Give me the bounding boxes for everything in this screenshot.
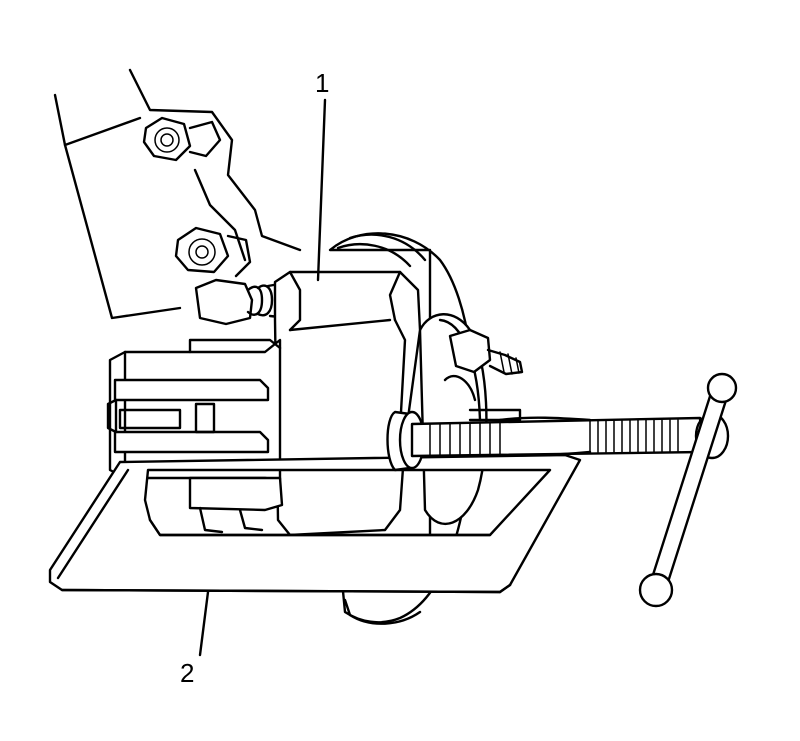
c-clamp-frame [48, 453, 582, 594]
callout-label-2: 2 [180, 658, 195, 688]
c-clamp-t-handle [638, 372, 738, 608]
callout-leaders [198, 98, 327, 657]
steering-knuckle [53, 68, 302, 320]
wheel-hub [418, 313, 524, 526]
lower-mounting-bolt [174, 226, 252, 278]
upper-mounting-bolt [142, 116, 222, 162]
callout-label-1: 1 [315, 68, 330, 98]
